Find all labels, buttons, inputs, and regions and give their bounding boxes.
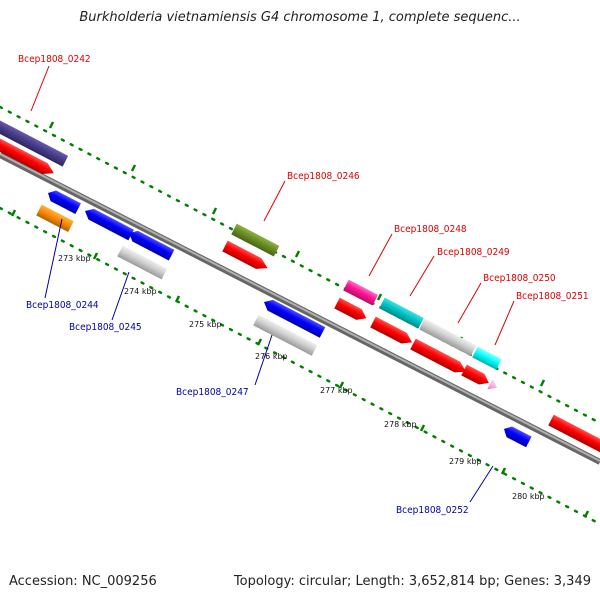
reverse-leader-lines — [44, 218, 494, 503]
feature-bcep1808-0248[interactable] — [343, 279, 379, 306]
map-title: Burkholderia vietnamiensis G4 chromosome… — [79, 10, 521, 25]
gene-label-bcep1808-0245[interactable]: Bcep1808_0245 — [69, 322, 142, 333]
feature-pink-small[interactable] — [487, 378, 500, 393]
scale-label-279: 279 kbp — [449, 457, 482, 466]
gene-label-bcep1808-0250[interactable]: Bcep1808_0250 — [483, 273, 556, 284]
feature-bcep1808-0247[interactable] — [253, 314, 318, 356]
gene-label-bcep1808-0244[interactable]: Bcep1808_0244 — [26, 300, 99, 311]
forward-dotted-track — [0, 105, 600, 425]
forward-leader-lines — [30, 65, 515, 346]
feature-red-0243[interactable] — [0, 134, 57, 179]
accession-text: Accession: NC_009256 — [9, 574, 157, 589]
feature-bcep1808-0244[interactable] — [36, 204, 74, 232]
feature-red-0248b[interactable] — [334, 297, 369, 324]
feature-bcep1808-0246[interactable] — [231, 223, 280, 257]
scale-label-276: 276 kbp — [255, 352, 288, 361]
feature-bcep1808-0242[interactable] — [0, 116, 69, 167]
feature-bcep1808-0250[interactable] — [419, 318, 477, 357]
gene-label-bcep1808-0251[interactable]: Bcep1808_0251 — [516, 291, 589, 302]
gene-label-bcep1808-0249[interactable]: Bcep1808_0249 — [437, 247, 510, 258]
feature-red-0249b[interactable] — [370, 316, 415, 348]
feature-red-0251b[interactable] — [461, 364, 491, 389]
gene-label-bcep1808-0247[interactable]: Bcep1808_0247 — [176, 387, 249, 398]
scale-label-273: 273 kbp — [58, 254, 91, 263]
feature-blue-0244b[interactable] — [82, 206, 134, 241]
scale-label-277: 277 kbp — [320, 386, 353, 395]
feature-bcep1808-0251[interactable] — [472, 346, 502, 370]
scale-label-275: 275 kbp — [189, 320, 222, 329]
gene-label-bcep1808-0248[interactable]: Bcep1808_0248 — [394, 224, 467, 235]
outer-major-ticks — [48, 121, 546, 387]
scale-label-274: 274 kbp — [124, 287, 157, 296]
feature-blue-0245a[interactable] — [126, 228, 175, 261]
gene-label-bcep1808-0246[interactable]: Bcep1808_0246 — [287, 171, 360, 182]
genome-summary-text: Topology: circular; Length: 3,652,814 bp… — [233, 574, 591, 589]
feature-bcep1808-0249[interactable] — [379, 297, 424, 329]
feature-red-right[interactable] — [548, 414, 600, 463]
reverse-dotted-track — [0, 206, 600, 526]
feature-red-0246b[interactable] — [222, 240, 270, 274]
feature-blue-0243r[interactable] — [45, 188, 81, 215]
backbone-highlight — [0, 153, 600, 462]
feature-red-0250b[interactable] — [410, 338, 469, 377]
feature-blue-0247a[interactable] — [261, 297, 326, 338]
scale-label-280: 280 kbp — [512, 492, 545, 501]
feature-bcep1808-0252[interactable] — [501, 424, 532, 448]
gene-label-bcep1808-0252[interactable]: Bcep1808_0252 — [396, 505, 469, 516]
gene-label-bcep1808-0242[interactable]: Bcep1808_0242 — [18, 54, 91, 65]
scale-label-278: 278 kbp — [384, 420, 417, 429]
feature-bcep1808-0245[interactable] — [117, 245, 168, 280]
inner-major-ticks — [10, 209, 590, 518]
